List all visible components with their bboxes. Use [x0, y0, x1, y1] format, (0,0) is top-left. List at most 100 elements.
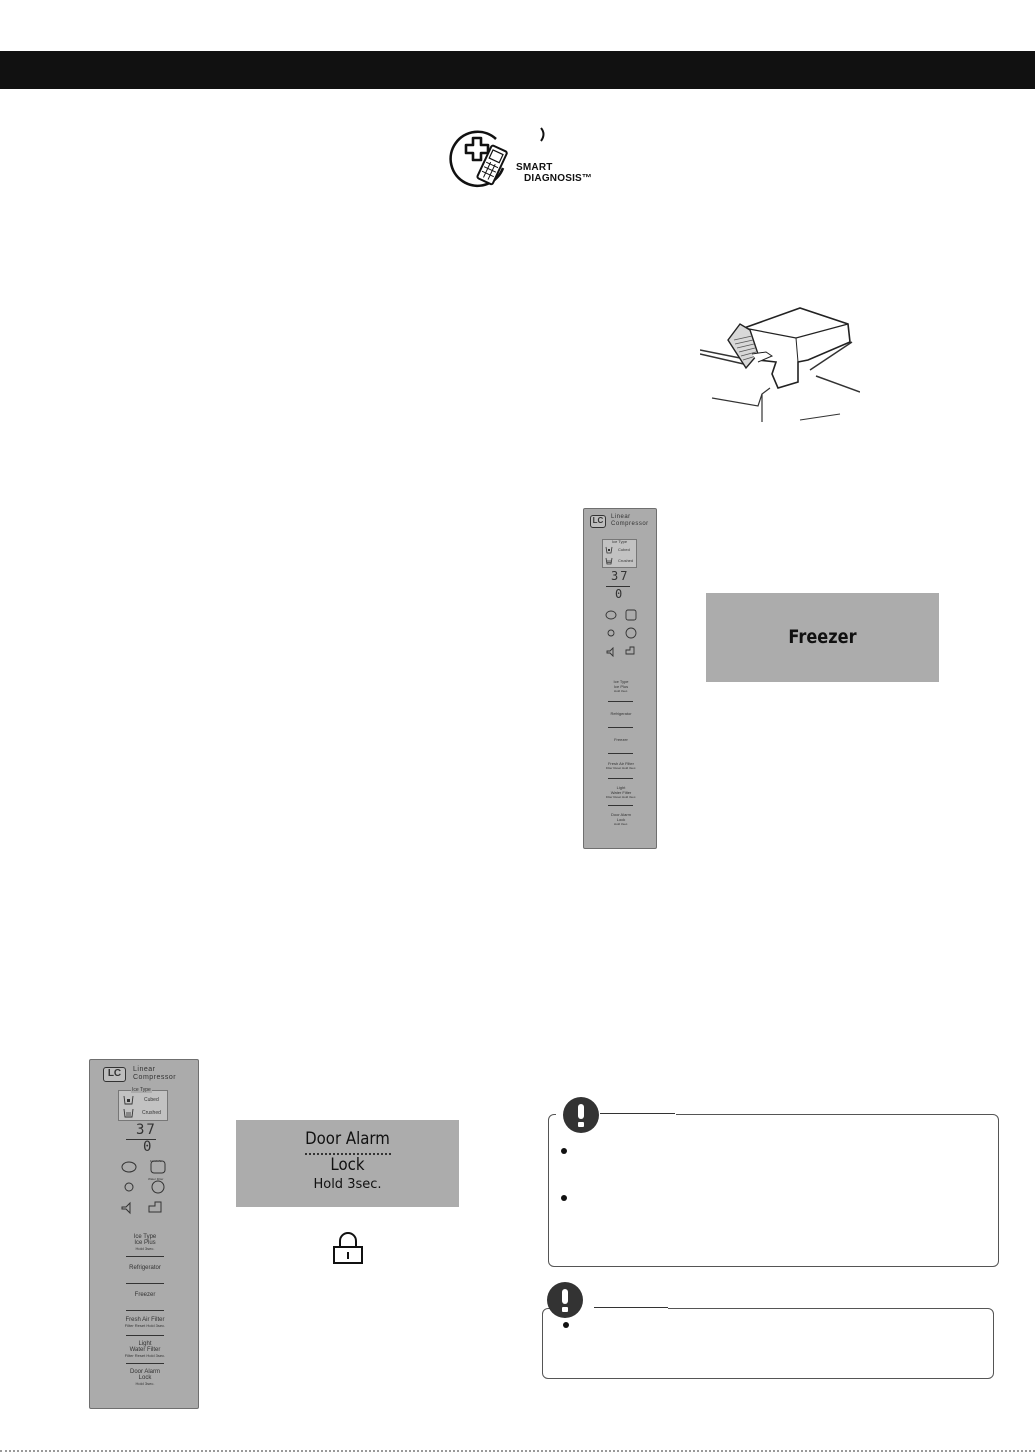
btn-ice-plus-label: Ice Plus — [134, 1240, 156, 1246]
button-divider — [608, 805, 633, 806]
crushed-label: Crushed — [142, 1110, 161, 1116]
btn-light-label: Light — [616, 785, 626, 790]
ice-type-title: Ice Type — [131, 1087, 152, 1093]
button-divider — [608, 727, 633, 728]
temp-divider — [126, 1139, 156, 1140]
fresh-air-icon — [605, 610, 617, 620]
cubed-ice-icon — [605, 546, 613, 554]
btn-water-filter-label: Water Filter — [610, 790, 632, 795]
cubed-ice-icon — [123, 1095, 134, 1105]
lock-small-icon — [148, 1201, 162, 1213]
btn-ice-type-text[interactable]: Ice Type Ice Plus Hold 3sec. — [584, 679, 658, 694]
sound-icon — [121, 1201, 131, 1215]
note-bullet — [561, 1195, 567, 1201]
button-divider — [126, 1256, 164, 1257]
smart-diagnosis-icon — [449, 127, 545, 188]
note-1-header-line — [600, 1113, 675, 1114]
btn-fresh-air-filter[interactable]: Fresh Air Filter Filter Reset Hold 3sec. — [584, 761, 658, 771]
panel-icons — [121, 1160, 166, 1215]
ice-type-box: Ice Type Cubed Crushed — [118, 1087, 168, 1121]
note-2-header-line — [594, 1307, 668, 1308]
control-panel-upper: LC Linear Compressor Ice Type Cubed Crus… — [583, 508, 657, 849]
ice-type-box: Ice Type Cubed Crushed — [602, 539, 637, 568]
button-divider — [126, 1310, 164, 1311]
btn-fresh-air-hold-label: Filter Reset Hold 3sec. — [124, 1323, 166, 1328]
btn-water-filter-label: Water Filter — [129, 1347, 161, 1353]
door-alarm-display-label: Door Alarm — [305, 1129, 390, 1149]
small-water-filter-label: Water Filter — [148, 1177, 164, 1181]
btn-lock-hold-label: Hold 3sec. — [135, 1381, 155, 1386]
lock-display-dotted-divider — [305, 1153, 391, 1155]
freezer-temp-digits: 0 — [143, 1139, 154, 1155]
brand-line2: Compressor — [133, 1074, 177, 1081]
footer-rule — [0, 1450, 1035, 1452]
btn-light-water-filter[interactable]: Light Water Filter Filter Reset Hold 3se… — [584, 785, 658, 800]
cubed-label: Cubed — [618, 547, 630, 552]
btn-light-label: Light — [138, 1341, 152, 1347]
crushed-ice-icon — [123, 1108, 134, 1118]
button-divider — [126, 1363, 164, 1364]
btn-freezer[interactable]: Freezer — [614, 737, 628, 742]
btn-freezer[interactable]: Freezer — [134, 1292, 156, 1298]
crushed-label: Crushed — [618, 558, 634, 563]
btn-fresh-air-filter[interactable]: Fresh Air Filter Filter Reset Hold 3sec. — [90, 1317, 200, 1329]
freezer-display-label: Freezer — [788, 626, 857, 648]
freezer-display: Freezer — [706, 593, 939, 682]
brand-line1: Linear — [133, 1066, 156, 1073]
crushed-ice-icon — [605, 557, 613, 565]
water-filter-icon — [150, 1160, 166, 1174]
btn-door-alarm-label: Door Alarm — [129, 1369, 160, 1375]
logo-text-diagnosis: DIAGNOSIS™ — [524, 173, 593, 184]
btn-refrigerator[interactable]: Refrigerator — [129, 1265, 161, 1271]
brand-line1: Linear — [611, 514, 631, 520]
panel-icons — [605, 609, 637, 658]
exclamation-icon — [563, 1097, 599, 1133]
sound-icon — [606, 646, 614, 658]
note-bullet — [563, 1322, 569, 1328]
lock-display-label: Lock — [330, 1155, 365, 1175]
freezer-temp-digits: 0 — [615, 587, 625, 601]
btn-fresh-air-label: Fresh Air Filter — [125, 1317, 165, 1323]
btn-ice-plus-label: Ice Plus — [613, 684, 629, 689]
btn-ice-type-label: Ice Type — [133, 1234, 157, 1240]
ice-type-title: Ice Type — [612, 539, 628, 544]
smart-diagnosis-logo: SMART DIAGNOSIS™ — [446, 124, 596, 190]
btn-lock-hold-label: Hold 3sec. — [613, 822, 629, 826]
ice-plus-icon — [151, 1180, 165, 1194]
button-divider — [126, 1335, 164, 1336]
btn-lock-label: Lock — [616, 817, 626, 822]
water-filter-icon — [625, 609, 637, 621]
note-box-2 — [542, 1308, 994, 1379]
fresh-air-filter-icon — [700, 307, 860, 422]
btn-ice-hold-label: Hold 3sec. — [135, 1246, 155, 1251]
control-panel-lower: LC Linear Compressor Ice Type Cubed Crus… — [89, 1059, 199, 1409]
lock-display: Door Alarm Lock Hold 3sec. — [236, 1120, 459, 1207]
btn-lock-label: Lock — [138, 1375, 152, 1381]
note-box-1 — [548, 1114, 999, 1267]
btn-fresh-air-label: Fresh Air Filter — [607, 761, 634, 766]
temp-divider — [606, 586, 630, 587]
btn-ice-type-text[interactable]: Ice Type Ice Plus Hold 3sec. — [90, 1234, 200, 1252]
light-icon — [607, 629, 615, 637]
btn-water-filter-hold-label: Filter Reset Hold 3sec. — [605, 795, 637, 799]
button-divider — [608, 701, 633, 702]
button-divider — [608, 778, 633, 779]
lock-display-hold-label: Hold 3sec. — [313, 1177, 382, 1192]
ice-plus-icon — [625, 627, 637, 639]
note-bullet — [561, 1148, 567, 1154]
btn-light-water-filter[interactable]: Light Water Filter Filter Reset Hold 3se… — [90, 1341, 200, 1359]
btn-door-alarm-label: Door Alarm — [610, 812, 631, 817]
button-divider — [126, 1283, 164, 1284]
fridge-temp-digits: 37 — [611, 569, 630, 583]
btn-door-alarm-lock[interactable]: Door Alarm Lock Hold 3sec. — [584, 812, 658, 827]
lc-badge: LC — [590, 515, 606, 528]
light-icon — [124, 1182, 134, 1192]
fridge-temp-digits: 37 — [136, 1122, 157, 1138]
fresh-air-icon — [121, 1161, 137, 1173]
btn-refrigerator[interactable]: Refrigerator — [610, 711, 632, 716]
brand-line2: Compressor — [611, 521, 649, 527]
button-divider — [608, 753, 633, 754]
logo-text-smart: SMART — [516, 162, 553, 173]
btn-water-filter-hold-label: Filter Reset Hold 3sec. — [124, 1353, 166, 1358]
btn-door-alarm-lock[interactable]: Door Alarm Lock Hold 3sec. — [90, 1369, 200, 1387]
